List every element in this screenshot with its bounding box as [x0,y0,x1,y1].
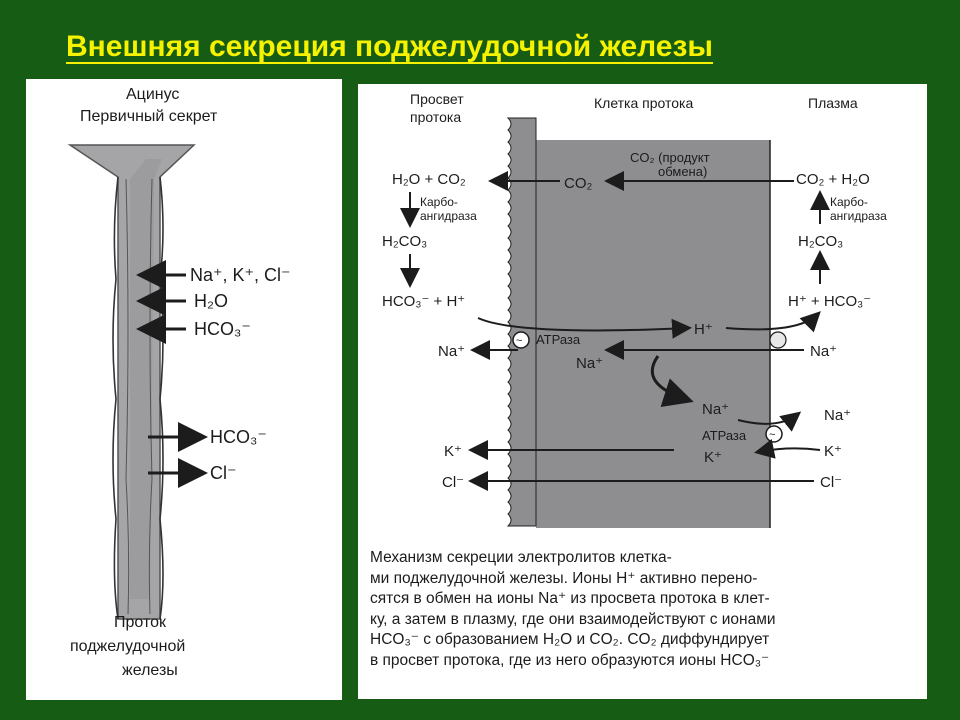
lumen-cl: Cl⁻ [442,474,464,491]
cell-h-plus: H⁺ [694,321,713,338]
ion-in-2: H₂O [194,291,228,311]
primary-secretion-label: Первичный секрет [80,108,218,125]
microvilli-brush-border [506,117,537,527]
ion-in-1: Na⁺, K⁺, Cl⁻ [190,265,291,285]
exchanger-1 [769,331,787,349]
header-lumen-1: Просвет [410,91,464,107]
co2-product-1: CO₂ (продукт [630,150,710,165]
header-plasma: Плазма [808,95,858,111]
atpase-pump-1 [512,331,530,349]
caption-line-4: ку, а затем в плазму, где они взаимодейс… [370,610,776,628]
duct-epithelium-right [159,176,164,620]
lumen-hco3-h: HCO₃⁻ + H⁺ [382,293,465,310]
slide-title: Внешняя секреция поджелудочной железы [66,30,714,63]
plasma-carbo-2: ангидраза [830,209,887,223]
lumen-na: Na⁺ [438,343,465,360]
atpase-label-2: АТРаза [702,428,747,443]
arrow-na-cell-curve [650,355,694,407]
arrow-h-to-plasma [725,311,821,333]
svg-text:~: ~ [769,429,775,441]
ion-out-1: HCO₃⁻ [210,427,267,447]
figure-caption: Механизм секреции электролитов клетка- м… [370,548,915,671]
cell-co2: CO₂ [564,175,593,192]
lumen-carbo-2: ангидраза [420,209,477,223]
lumen-k: K⁺ [444,443,462,460]
plasma-co2-h2o: CO₂ + H₂O [796,171,870,188]
caption-line-2: ми поджелудочной железы. Ионы H⁺ активно… [370,569,758,587]
duct-epithelium-left [112,176,119,620]
ion-out-2: Cl⁻ [210,463,237,483]
duct-cell [536,140,770,528]
plasma-h2co3: H₂CO₃ [798,233,843,250]
arrow-k-into-cell [754,439,821,459]
atpase-label-1: АТРаза [536,332,581,347]
caption-line-1: Механизм секреции электролитов клетка- [370,549,672,566]
plasma-na-lower: Na⁺ [824,407,851,424]
plasma-na: Na⁺ [810,343,837,360]
cell-na-lower: Na⁺ [702,401,729,418]
duct-diagram-panel: Ацинус Первичный секрет Na⁺, K⁺, Cl⁻ H₂O… [26,79,342,700]
lumen-carbo-1: Карбо- [420,195,458,209]
mechanism-panel: Просвет протока Клетка протока Плазма CO… [358,84,927,699]
cell-na: Na⁺ [576,355,603,372]
arrow-h-lumen-to-cell [477,317,692,339]
caption-line-3: сятся в обмен на ионы Na⁺ из просвета пр… [370,590,770,607]
duct-label-1: Проток [114,614,167,631]
plasma-k: K⁺ [824,443,842,460]
duct-label-3: железы [122,662,178,679]
svg-text:~: ~ [516,335,522,347]
arrow-na-to-plasma-lower [737,411,802,432]
co2-product-2: обмена) [658,164,707,179]
header-cell: Клетка протока [594,95,693,111]
caption-line-5: HCO₃⁻ с образованием H₂O и CO₂. CO₂ дифф… [370,631,770,648]
mechanism-diagram: Просвет протока Клетка протока Плазма CO… [382,91,887,528]
lumen-h2co3: H₂CO₃ [382,233,427,250]
plasma-cl: Cl⁻ [820,474,842,491]
header-lumen-2: протока [410,109,461,125]
acinus-label: Ацинус [126,86,179,103]
duct-diagram: Ацинус Первичный секрет Na⁺, K⁺, Cl⁻ H₂O… [67,86,291,679]
duct-label-2: поджелудочной [70,638,185,655]
cell-k: K⁺ [704,449,722,466]
ion-in-3: HCO₃⁻ [194,319,251,339]
plasma-carbo-1: Карбо- [830,195,868,209]
plasma-h-hco3: H⁺ + HCO₃⁻ [788,293,871,310]
lumen-h2o-co2: H₂O + CO₂ [392,171,466,188]
caption-line-6: в просвет протока, где из него образуютс… [370,651,770,669]
